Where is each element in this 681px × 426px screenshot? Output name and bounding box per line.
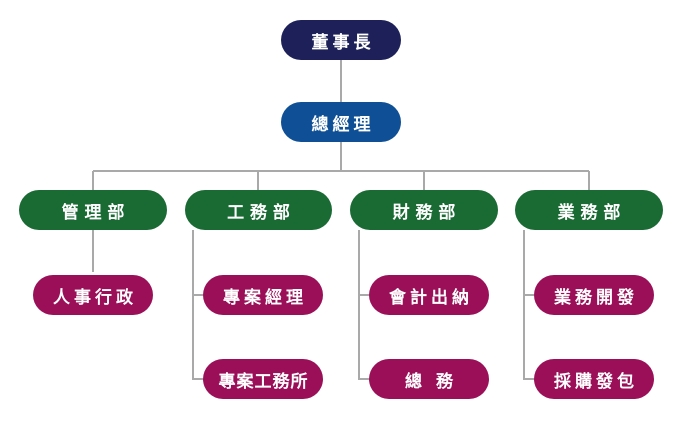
connector-dept3-bracket [358, 230, 369, 380]
connector-dept4-bracket [523, 230, 534, 380]
sub-hr-admin: 人事行政 [33, 275, 153, 315]
dept-engineering: 工 務 部 [185, 190, 332, 230]
sub-business-development: 業務開發 [534, 275, 654, 315]
sub-general-affairs: 總 務 [369, 359, 489, 399]
dept-management: 管 理 部 [19, 190, 167, 230]
general-manager-box: 總經理 [281, 102, 401, 142]
sub-procurement: 採購發包 [534, 359, 654, 399]
sub-accounting-cashier: 會計出納 [369, 275, 489, 315]
sub-project-site-office: 專案工務所 [203, 359, 323, 399]
sub-project-manager: 專案經理 [203, 275, 323, 315]
dept-sales: 業 務 部 [515, 190, 663, 230]
dept-finance: 財 務 部 [350, 190, 498, 230]
connector-dept2-bracket [192, 230, 203, 380]
chairman-box: 董事長 [281, 20, 401, 60]
